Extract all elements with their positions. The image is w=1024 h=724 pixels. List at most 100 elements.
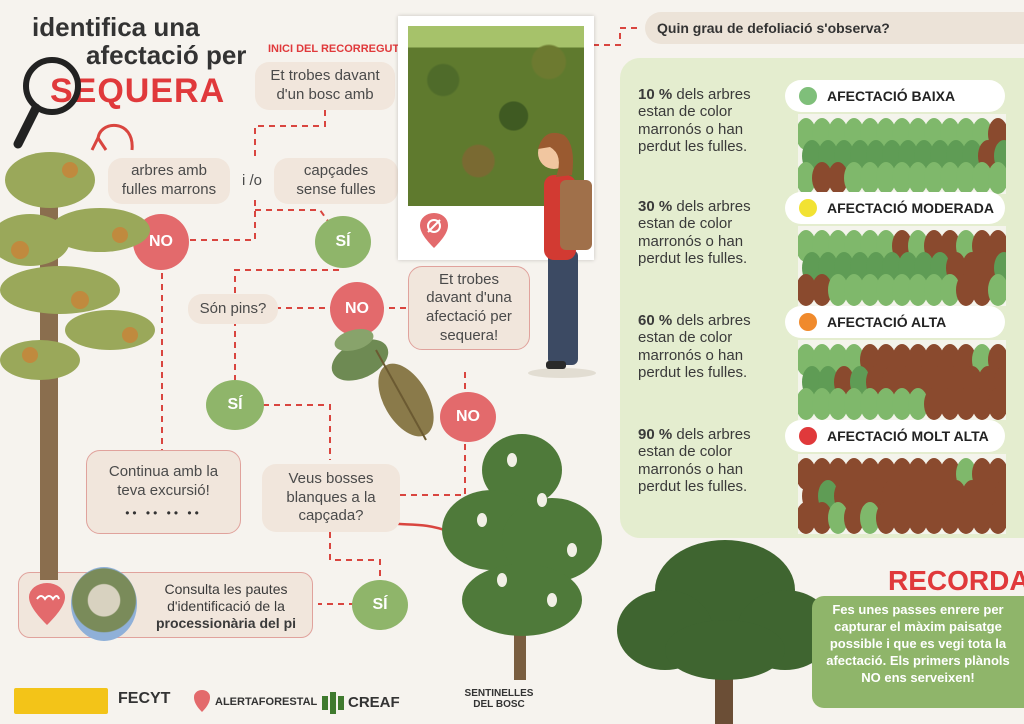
healthy-tree bbox=[844, 388, 864, 420]
level-color-dot bbox=[799, 313, 817, 331]
healthy-tree bbox=[860, 502, 880, 534]
drought-pin-icon bbox=[420, 213, 448, 248]
option-bare-crowns: capçades sense fulles bbox=[274, 158, 398, 204]
affected-tree bbox=[876, 502, 896, 534]
logo-creaf: CREAF bbox=[348, 694, 400, 711]
healthy-tree bbox=[924, 274, 944, 306]
no-node-2: NO bbox=[330, 282, 384, 336]
affected-tree bbox=[988, 388, 1006, 420]
affected-tree bbox=[956, 388, 976, 420]
healthy-tree bbox=[972, 162, 992, 194]
healthy-tree bbox=[908, 388, 928, 420]
level-text: dels arbres estan de color marronós o ha… bbox=[638, 426, 751, 495]
question-forest: Et trobes davant d'un bosc amb bbox=[255, 62, 395, 110]
level-label: AFECTACIÓ ALTA bbox=[785, 306, 1005, 338]
dry-pine-illustration bbox=[0, 152, 155, 580]
affected-tree bbox=[956, 274, 976, 306]
title-block: identifica una afectació per SEQUERA bbox=[13, 10, 270, 149]
affected-tree bbox=[798, 274, 816, 306]
healthy-tree bbox=[876, 162, 896, 194]
level-label: AFECTACIÓ MOLT ALTA bbox=[785, 420, 1005, 452]
si-node-2: SÍ bbox=[206, 380, 264, 430]
healthy-tree bbox=[988, 162, 1006, 194]
logo-sentinelles: SENTINELLES DEL BOSC bbox=[464, 688, 534, 710]
level-text: dels arbres estan de color marronós o ha… bbox=[638, 312, 751, 381]
affected-tree bbox=[812, 162, 832, 194]
healthy-tree bbox=[876, 274, 896, 306]
nest-image bbox=[71, 567, 137, 641]
affected-tree bbox=[828, 162, 848, 194]
healthy-tree bbox=[860, 388, 880, 420]
level-forest-illustration bbox=[798, 454, 1006, 534]
level-percent: 90 % bbox=[638, 426, 673, 443]
healthy-tree bbox=[892, 388, 912, 420]
magnifier-icon bbox=[13, 57, 81, 149]
affected-tree bbox=[908, 502, 928, 534]
healthy-tree bbox=[860, 162, 880, 194]
affected-tree bbox=[844, 502, 864, 534]
tree-with-bags-illustration bbox=[442, 434, 602, 680]
level-percent: 10 % bbox=[638, 86, 673, 103]
caterpillar-pin-icon bbox=[29, 583, 65, 625]
healthy-tree bbox=[828, 502, 848, 534]
hiker-illustration bbox=[528, 132, 596, 378]
remember-box: Fes unes passes enrere per capturar el m… bbox=[812, 596, 1024, 708]
logo-fecyt: FECYT bbox=[118, 690, 171, 707]
title-line-2: afectació per bbox=[86, 40, 247, 70]
level-description: 90 % dels arbres estan de color marronós… bbox=[638, 426, 788, 495]
healthy-tree bbox=[828, 274, 848, 306]
affected-tree bbox=[956, 502, 976, 534]
si-node-3: SÍ bbox=[352, 580, 408, 630]
level-forest-illustration bbox=[798, 114, 1006, 194]
healthy-tree bbox=[908, 162, 928, 194]
healthy-tree bbox=[940, 162, 960, 194]
level-color-dot bbox=[799, 87, 817, 105]
defoliation-question: Quin grau de defoliació s'observa? bbox=[645, 12, 1024, 44]
healthy-tree bbox=[924, 162, 944, 194]
affected-tree bbox=[798, 502, 816, 534]
affected-tree bbox=[812, 502, 832, 534]
level-label: AFECTACIÓ BAIXA bbox=[785, 80, 1005, 112]
level-label-text: AFECTACIÓ MODERADA bbox=[827, 200, 994, 216]
healthy-tree bbox=[828, 388, 848, 420]
remember-title: RECORDA bbox=[888, 565, 1024, 596]
level-percent: 60 % bbox=[638, 312, 673, 329]
healthy-tree bbox=[908, 274, 928, 306]
healthy-tree bbox=[876, 388, 896, 420]
level-text: dels arbres estan de color marronós o ha… bbox=[638, 86, 751, 155]
result-drought: Et trobes davant d'una afectació per seq… bbox=[408, 266, 530, 350]
title-line-1: identifica una bbox=[32, 12, 200, 42]
affected-tree bbox=[812, 274, 832, 306]
level-description: 60 % dels arbres estan de color marronós… bbox=[638, 312, 788, 381]
creaf-icon bbox=[322, 692, 344, 714]
affected-tree bbox=[988, 502, 1006, 534]
level-description: 30 % dels arbres estan de color marronós… bbox=[638, 198, 788, 267]
level-color-dot bbox=[799, 427, 817, 445]
healthy-tree bbox=[956, 162, 976, 194]
healthy-tree bbox=[892, 274, 912, 306]
level-percent: 30 % bbox=[638, 198, 673, 215]
no-node-3: NO bbox=[440, 392, 496, 442]
start-label: INICI DEL RECORREGUT bbox=[268, 43, 400, 55]
healthy-tree bbox=[892, 162, 912, 194]
continue-hike: Continua amb la teva excursió! •• •• •• … bbox=[86, 450, 241, 534]
healthy-tree bbox=[860, 274, 880, 306]
healthy-tree bbox=[798, 388, 816, 420]
question-white-bags: Veus bosses blanques a la capçada? bbox=[262, 464, 400, 532]
healthy-tree bbox=[812, 388, 832, 420]
healthy-tree bbox=[844, 274, 864, 306]
logo-ministry bbox=[14, 688, 108, 714]
si-node-1: SÍ bbox=[315, 216, 371, 268]
option-brown-leaves: arbres amb fulles marrons bbox=[108, 158, 230, 204]
oak-leaves-illustration bbox=[331, 329, 434, 441]
level-label-text: AFECTACIÓ ALTA bbox=[827, 314, 947, 330]
healthy-tree bbox=[798, 162, 816, 194]
processionary-link: processionària del pi bbox=[155, 614, 297, 631]
affected-tree bbox=[972, 274, 992, 306]
logo-alertaforestal: ALERTAFORESTAL bbox=[215, 696, 318, 708]
option-connector: i /o bbox=[241, 171, 262, 189]
level-label-text: AFECTACIÓ MOLT ALTA bbox=[827, 428, 989, 444]
affected-tree bbox=[940, 502, 960, 534]
level-label: AFECTACIÓ MODERADA bbox=[785, 192, 1005, 224]
consult-box: Consulta les pautes d'identificació de l… bbox=[18, 567, 313, 641]
